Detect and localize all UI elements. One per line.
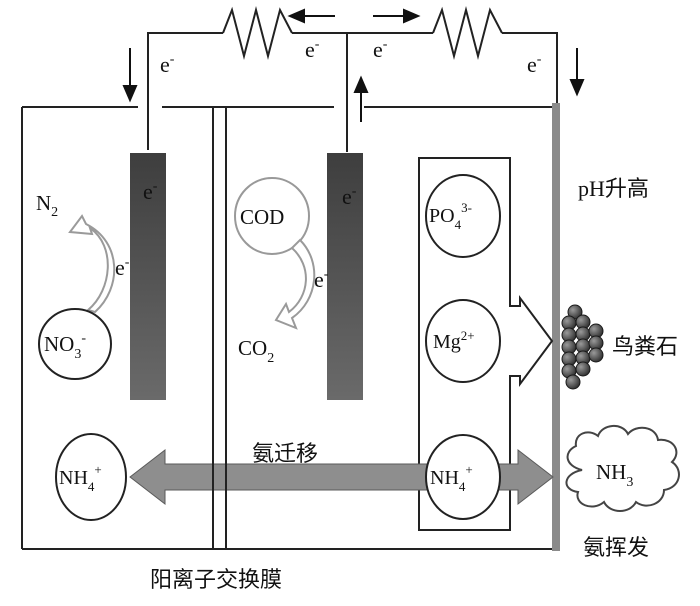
- external-circuit: [147, 6, 558, 152]
- ammonium-label-left: NH4+: [59, 462, 102, 494]
- electrode-middle: [327, 153, 363, 400]
- ammonium-circle-right: [425, 434, 501, 520]
- resistor-right: [432, 6, 503, 60]
- cod-circle: [234, 177, 310, 255]
- ammonia-volatilization-label: 氨挥发: [583, 535, 650, 560]
- ammonia-migration-arrow: [129, 448, 554, 506]
- phosphate-label: PO43-: [429, 200, 472, 232]
- nitrate-label: NO3-: [44, 331, 86, 362]
- cathode-wall: [552, 103, 560, 551]
- ammonium-circle-left: [55, 433, 127, 521]
- nitrogen-gas-label: N2: [36, 191, 58, 220]
- reactor-cell: [21, 106, 560, 550]
- ph-rise-label: pH升高: [578, 176, 649, 201]
- electron-label-nitrate: e-: [115, 255, 130, 280]
- electron-label-cod: e-: [314, 267, 329, 292]
- electron-label-middle-electrode: e-: [342, 184, 357, 209]
- cod-oxidation-arrow: [274, 238, 316, 330]
- ammonia-gas-label: NH3: [596, 460, 633, 490]
- electron-label-left-electrode: e-: [143, 179, 158, 204]
- cod-label: COD: [240, 205, 284, 229]
- electron-label-top-far-right: e-: [527, 52, 542, 77]
- ammonia-cloud: [565, 425, 680, 512]
- electron-label-top-left: e-: [160, 52, 175, 77]
- co2-label: CO2: [238, 336, 274, 366]
- anode-electrode-left: [130, 153, 166, 400]
- magnesium-circle: [425, 299, 501, 383]
- electron-label-top-middle: e-: [305, 37, 320, 62]
- membrane-label: 阳离子交换膜: [150, 567, 283, 592]
- current-arrows: [122, 8, 585, 122]
- magnesium-label: Mg2+: [433, 328, 475, 353]
- nitrate-circle: [38, 308, 112, 380]
- ammonium-label-right: NH4+: [430, 462, 473, 494]
- struvite-label: 鸟粪石: [612, 334, 679, 359]
- electron-label-top-right: e-: [373, 37, 388, 62]
- resistor-left: [222, 6, 293, 60]
- struvite-crystals: [561, 304, 604, 390]
- ammonia-migration-label: 氨迁移: [252, 441, 319, 466]
- nitrate-reduction-arrow: [68, 214, 116, 314]
- phosphate-circle: [425, 174, 501, 258]
